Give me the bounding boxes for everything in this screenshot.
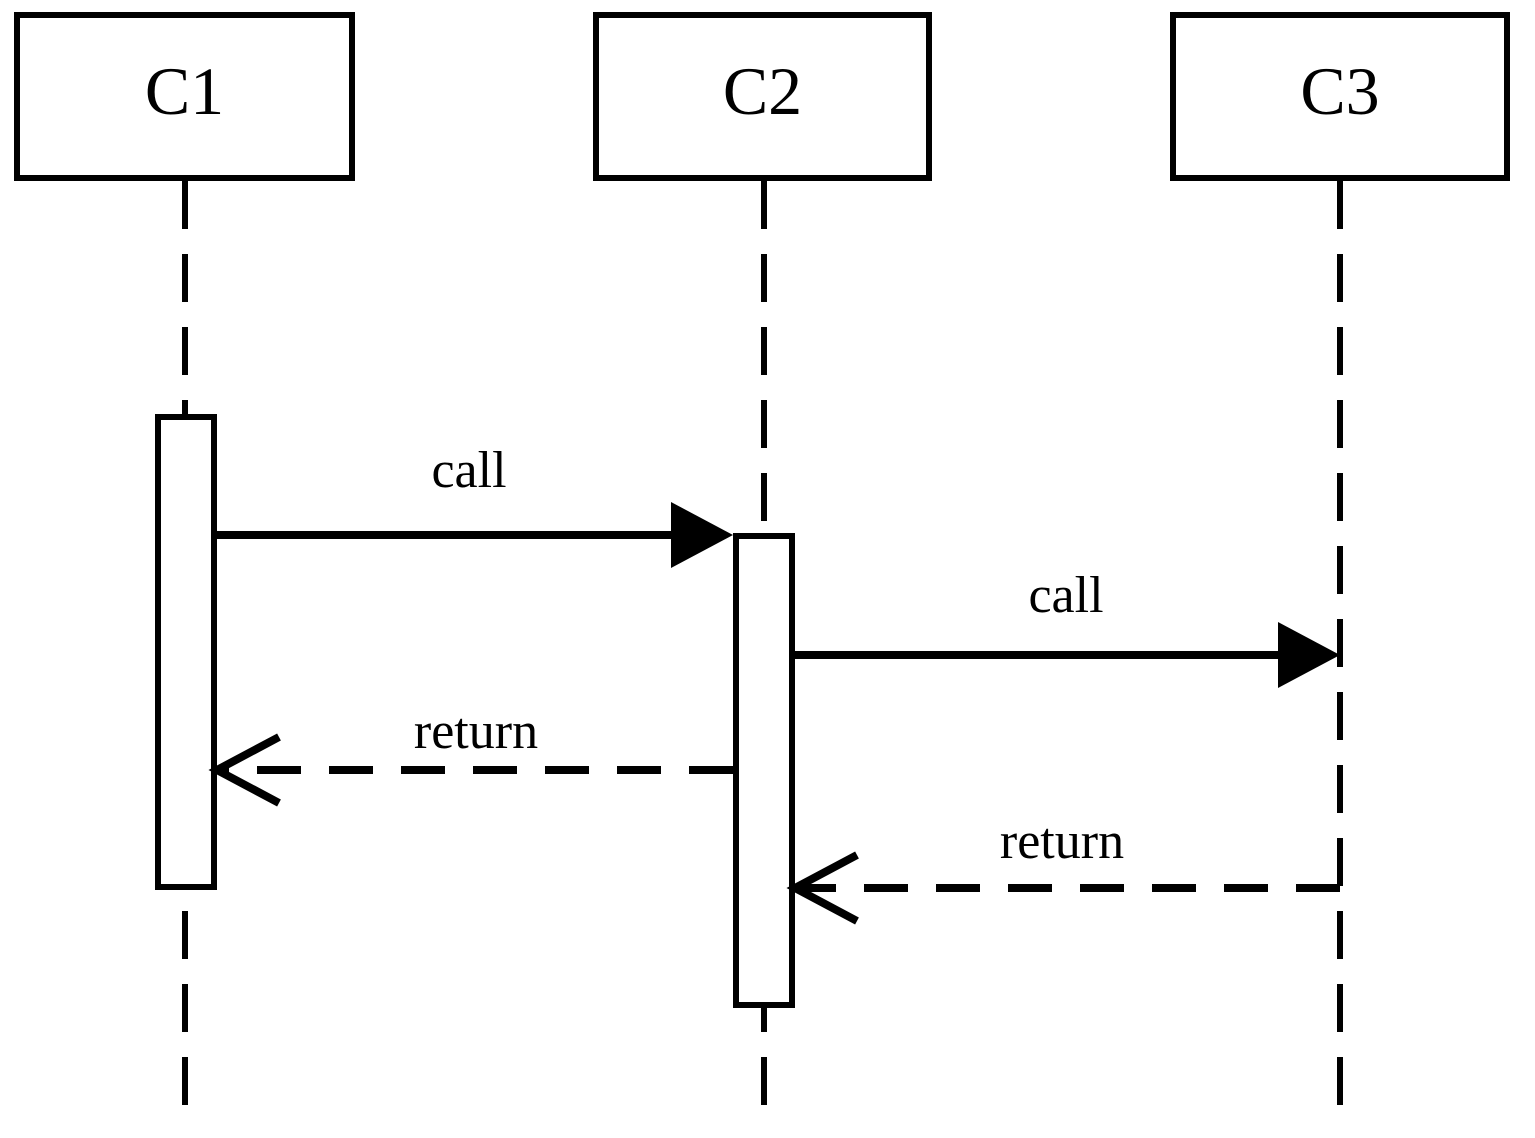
participant-box-c2[interactable]: C2 (593, 12, 932, 181)
message-msg-return-1[interactable] (208, 733, 733, 807)
message-msg-return-2[interactable] (786, 851, 1340, 925)
message-label-msg-call-1: call (431, 442, 506, 499)
activation-bar-c2 (733, 533, 795, 1008)
message-arrowhead-filled-msg-call-1 (671, 502, 733, 568)
participant-label-c2: C2 (723, 53, 802, 129)
participant-label-c3: C3 (1300, 53, 1379, 129)
message-label-msg-call-2: call (1028, 567, 1103, 624)
participant-box-rect-c3 (1170, 12, 1510, 181)
participant-label-c1: C1 (145, 53, 224, 129)
message-label-msg-return-2: return (1000, 813, 1124, 870)
message-label-msg-return-1: return (414, 703, 538, 760)
participant-box-rect-c1 (14, 12, 355, 181)
message-arrowhead-open-msg-return-2 (786, 851, 859, 925)
message-label-layer: call call return return (414, 442, 1124, 870)
message-arrowhead-filled-msg-call-2 (1278, 622, 1340, 688)
message-layer (208, 502, 1340, 925)
participant-box-c1[interactable]: C1 (14, 12, 355, 181)
participant-box-rect-c2 (593, 12, 932, 181)
message-msg-call-1[interactable] (217, 502, 733, 568)
participant-box-layer: C1 C2 C3 (14, 12, 1510, 181)
participant-box-c3[interactable]: C3 (1170, 12, 1510, 181)
message-arrowhead-open-msg-return-1 (208, 733, 281, 807)
activation-bar-c1 (155, 414, 217, 890)
activation-bar-layer (155, 414, 795, 1008)
message-msg-call-2[interactable] (795, 622, 1340, 688)
